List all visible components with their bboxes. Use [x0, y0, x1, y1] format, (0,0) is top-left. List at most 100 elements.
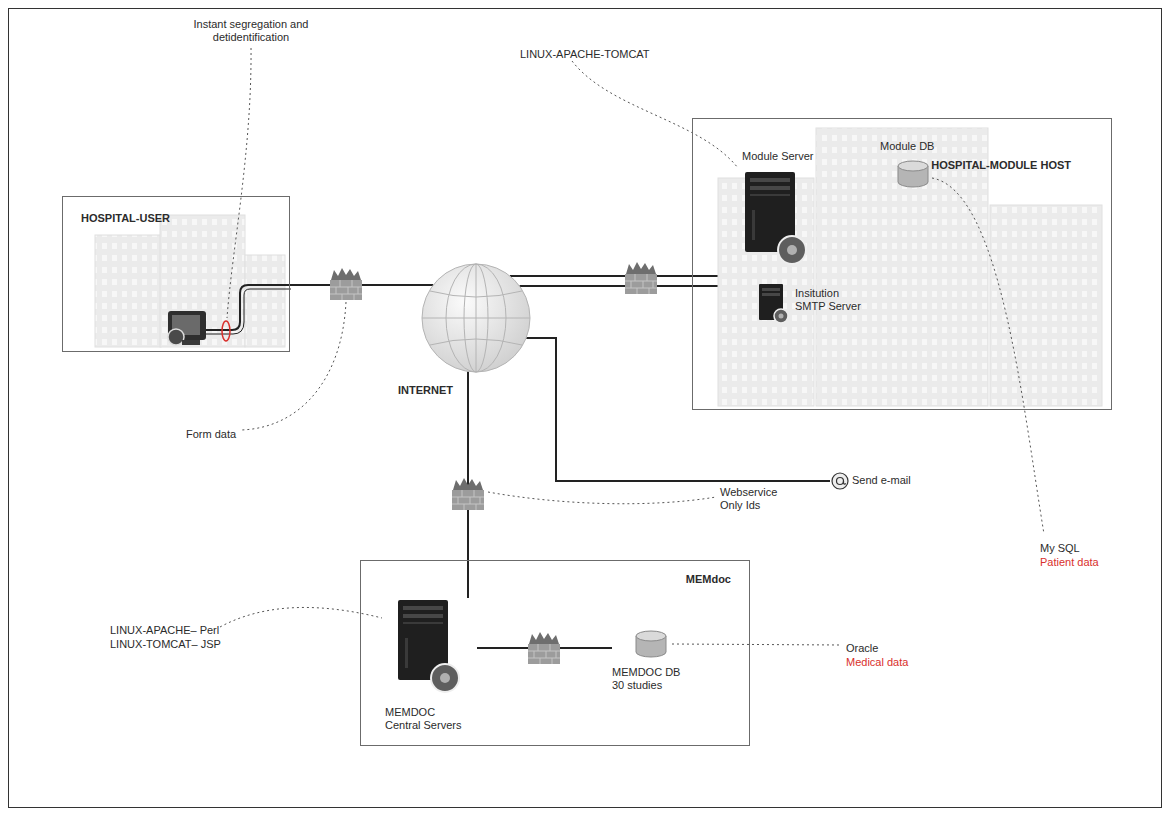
- mail-icon-part-part: [832, 473, 848, 489]
- label-anchor: Instant segregation and detidentificatio…: [186, 18, 316, 44]
- email-label: Send e-mail: [852, 474, 911, 487]
- server-icon-part-part: [431, 664, 459, 692]
- tech-stack-label: LINUX-APACHE-TOMCAT: [520, 48, 650, 61]
- mail-icon: [830, 470, 850, 492]
- leader-line-part: [672, 644, 841, 645]
- firewall-icon-part: [528, 644, 560, 664]
- firewall-icon: [625, 262, 657, 294]
- internet-globe: INTERNET: [420, 258, 532, 376]
- server-icon-part-part: [778, 236, 806, 264]
- leader-line-part: [241, 302, 346, 430]
- firewall-icon-part: [453, 478, 483, 490]
- mail-icon-part-part: [844, 481, 847, 484]
- callout-note: Form data: [186, 428, 236, 441]
- hospital-building-part: [95, 235, 161, 347]
- leader-line-part: [572, 61, 738, 168]
- leader-line-part: [932, 178, 1044, 534]
- computer-icon-part: [168, 329, 184, 345]
- globe-icon-part: [420, 258, 532, 376]
- db-icon-part-part: [898, 161, 928, 171]
- outer-frame: [9, 9, 1162, 808]
- mail-icon-part: [830, 470, 850, 492]
- hospital-building-part: [990, 205, 1102, 406]
- leader-line-part: [488, 492, 716, 504]
- server-icon-part-part: [440, 673, 450, 683]
- leader-line-part: [220, 607, 382, 627]
- smtp-icon-part-part: [779, 314, 784, 319]
- leader-line-part: [227, 48, 251, 318]
- firewall-icon-part: [626, 262, 656, 274]
- globe-icon-part-part: [430, 291, 522, 345]
- db-icon: [634, 630, 668, 660]
- db-label: Module DB: [880, 140, 934, 153]
- box-heading: MEMdoc: [361, 573, 731, 586]
- firewall-icon-part: [452, 490, 484, 510]
- server-icon-part: [742, 150, 812, 270]
- server-icon-part-part: [750, 186, 790, 190]
- server-label: Module Server: [742, 150, 814, 163]
- firewall-icon: [452, 478, 484, 510]
- firewall-icon-part: [625, 274, 657, 294]
- callout-note: Webservice Only Ids: [720, 486, 786, 512]
- globe-icon-part-part: [422, 264, 530, 372]
- server-icon-part-part: [787, 245, 797, 255]
- firewall-icon: [330, 268, 362, 300]
- smtp-icon-part-part: [759, 284, 783, 320]
- firewall-icon: [528, 632, 560, 664]
- firewall-icon-part: [330, 280, 362, 300]
- server-icon-part-part: [750, 178, 790, 182]
- server-icon: [742, 150, 812, 270]
- tech-stack-label: LINUX-APACHE– Perl: [110, 624, 219, 637]
- server-icon-part-part: [403, 606, 443, 610]
- module-server: Module Server: [742, 150, 826, 282]
- server-icon-part-part: [405, 638, 408, 668]
- label-anchor: Webservice Only Ids: [720, 486, 786, 512]
- db-icon: [896, 160, 930, 190]
- smtp-icon-part: [755, 282, 791, 326]
- server-icon-part-part: [750, 194, 790, 196]
- central-servers: MEMDOC Central Servers: [385, 598, 477, 740]
- hospital-building-part: [160, 215, 245, 347]
- server-icon: [395, 578, 465, 698]
- data-kind-label: Patient data: [1040, 556, 1099, 569]
- smtp-icon: [755, 282, 791, 326]
- hospital-building-part: [245, 255, 285, 347]
- smtp-icon-part-part: [762, 293, 780, 296]
- callout-note: Instant segregation and detidentificatio…: [186, 18, 316, 44]
- db-icon-part: [896, 160, 930, 190]
- label-anchor: Form data: [186, 424, 236, 442]
- smtp-icon-part-part: [774, 309, 788, 323]
- hospital-building: [95, 215, 285, 347]
- module-host-box: HOSPITAL-MODULE HOSTModule ServerModule …: [692, 118, 1112, 410]
- globe-icon: [420, 258, 532, 376]
- server-icon-part-part: [403, 622, 443, 624]
- module-db: Module DB: [880, 140, 944, 190]
- server-icon-part-part: [403, 614, 443, 618]
- data-kind-label: Medical data: [846, 656, 908, 669]
- server-label: Insitution SMTP Server: [795, 287, 869, 313]
- hospital-user-box: HOSPITAL-USER: [62, 196, 290, 352]
- globe-label: INTERNET: [398, 384, 453, 397]
- label-anchor: My SQL: [1040, 538, 1080, 556]
- leader-line: [220, 48, 1044, 645]
- label-anchor: Oracle: [846, 638, 878, 656]
- segregation-ring: [222, 321, 230, 341]
- firewall-icon-part: [625, 274, 657, 294]
- firewall-icon-part: [529, 632, 559, 644]
- smtp-icon-part-part: [762, 288, 780, 291]
- user-cable: [206, 289, 291, 334]
- db-type-label: Oracle: [846, 642, 878, 655]
- box-heading: HOSPITAL-USER: [81, 212, 170, 225]
- send-email: Send e-mail: [830, 470, 940, 492]
- server-icon-part-part: [752, 210, 755, 240]
- firewall-icon-part: [528, 644, 560, 664]
- user-cable: [206, 285, 291, 330]
- label-anchor: LINUX-APACHE-TOMCAT: [520, 44, 650, 62]
- mail-icon-part-part: [837, 478, 844, 485]
- db-icon-part-part: [636, 631, 666, 641]
- tech-stack-label: LINUX-TOMCAT– JSP: [110, 638, 221, 651]
- label-anchor: LINUX-APACHE– Perl: [110, 620, 219, 638]
